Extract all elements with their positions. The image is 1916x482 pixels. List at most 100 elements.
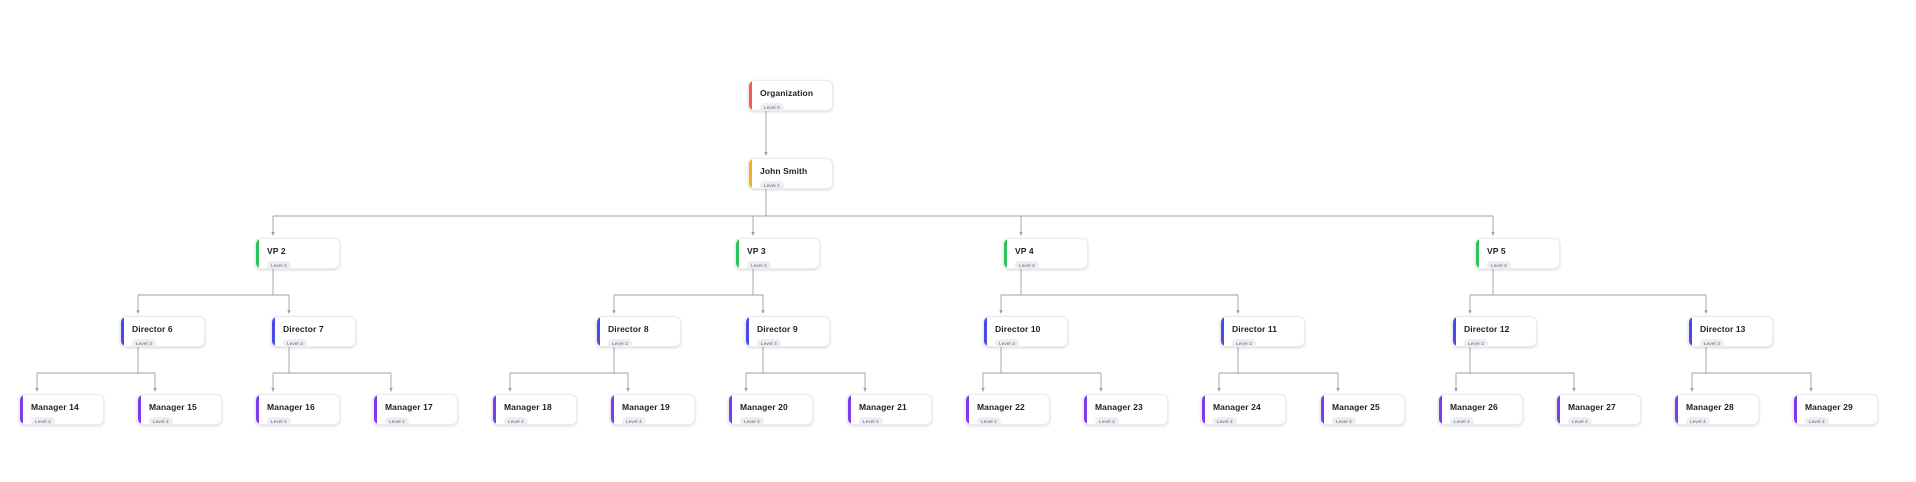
org-node-manager-24[interactable]: Manager 24 Level 4 xyxy=(1201,394,1286,425)
node-title: Manager 19 xyxy=(622,402,670,412)
node-title: Manager 21 xyxy=(859,402,907,412)
level-accent-bar xyxy=(1557,395,1560,424)
node-level-badge: Level 0 xyxy=(760,103,784,110)
level-accent-bar xyxy=(749,159,752,188)
level-accent-bar xyxy=(1221,317,1224,346)
node-level-badge: Level 4 xyxy=(1213,417,1237,424)
node-title: Director 7 xyxy=(283,324,324,334)
level-accent-bar xyxy=(1004,239,1007,268)
node-title: Director 10 xyxy=(995,324,1041,334)
level-accent-bar xyxy=(1476,239,1479,268)
node-level-badge: Level 1 xyxy=(760,181,784,188)
node-level-badge: Level 2 xyxy=(1015,261,1039,268)
org-node-manager-20[interactable]: Manager 20 Level 4 xyxy=(728,394,813,425)
node-title: Manager 25 xyxy=(1332,402,1380,412)
node-level-badge: Level 3 xyxy=(608,339,632,346)
level-accent-bar xyxy=(984,317,987,346)
level-accent-bar xyxy=(1675,395,1678,424)
node-title: Manager 24 xyxy=(1213,402,1261,412)
org-node-manager-21[interactable]: Manager 21 Level 4 xyxy=(847,394,932,425)
node-title: Organization xyxy=(760,88,814,98)
node-title: VP 2 xyxy=(267,246,286,256)
node-level-badge: Level 2 xyxy=(267,261,291,268)
node-title: Manager 20 xyxy=(740,402,788,412)
node-title: Manager 22 xyxy=(977,402,1025,412)
level-accent-bar xyxy=(272,317,275,346)
level-accent-bar xyxy=(1321,395,1324,424)
org-node-vp-5[interactable]: VP 5 Level 2 xyxy=(1475,238,1560,269)
org-node-manager-23[interactable]: Manager 23 Level 4 xyxy=(1083,394,1168,425)
level-accent-bar xyxy=(374,395,377,424)
org-node-manager-27[interactable]: Manager 27 Level 4 xyxy=(1556,394,1641,425)
node-level-badge: Level 4 xyxy=(1805,417,1829,424)
org-node-manager-15[interactable]: Manager 15 Level 4 xyxy=(137,394,222,425)
org-node-director-7[interactable]: Director 7 Level 3 xyxy=(271,316,356,347)
level-accent-bar xyxy=(1084,395,1087,424)
level-accent-bar xyxy=(138,395,141,424)
node-level-badge: Level 4 xyxy=(859,417,883,424)
node-level-badge: Level 4 xyxy=(1568,417,1592,424)
node-title: VP 5 xyxy=(1487,246,1506,256)
node-level-badge: Level 4 xyxy=(1450,417,1474,424)
level-accent-bar xyxy=(256,395,259,424)
org-node-vp-3[interactable]: VP 3 Level 2 xyxy=(735,238,820,269)
node-title: Manager 14 xyxy=(31,402,79,412)
level-accent-bar xyxy=(749,81,752,110)
org-node-manager-14[interactable]: Manager 14 Level 4 xyxy=(19,394,104,425)
level-accent-bar xyxy=(1453,317,1456,346)
level-accent-bar xyxy=(611,395,614,424)
org-node-vp-4[interactable]: VP 4 Level 2 xyxy=(1003,238,1088,269)
node-title: VP 3 xyxy=(747,246,766,256)
org-node-manager-19[interactable]: Manager 19 Level 4 xyxy=(610,394,695,425)
node-level-badge: Level 4 xyxy=(31,417,55,424)
node-title: VP 4 xyxy=(1015,246,1034,256)
node-title: Manager 18 xyxy=(504,402,552,412)
node-title: Manager 15 xyxy=(149,402,197,412)
node-title: Manager 27 xyxy=(1568,402,1616,412)
org-node-vp-2[interactable]: VP 2 Level 2 xyxy=(255,238,340,269)
node-title: Manager 23 xyxy=(1095,402,1143,412)
node-title: Manager 16 xyxy=(267,402,315,412)
node-level-badge: Level 2 xyxy=(747,261,771,268)
level-accent-bar xyxy=(736,239,739,268)
node-title: Director 13 xyxy=(1700,324,1746,334)
org-node-director-9[interactable]: Director 9 Level 3 xyxy=(745,316,830,347)
node-level-badge: Level 4 xyxy=(1332,417,1356,424)
node-title: Director 9 xyxy=(757,324,798,334)
level-accent-bar xyxy=(746,317,749,346)
node-level-badge: Level 3 xyxy=(757,339,781,346)
node-level-badge: Level 2 xyxy=(1487,261,1511,268)
level-accent-bar xyxy=(1689,317,1692,346)
node-level-badge: Level 4 xyxy=(149,417,173,424)
level-accent-bar xyxy=(1439,395,1442,424)
level-accent-bar xyxy=(1794,395,1797,424)
org-node-director-8[interactable]: Director 8 Level 3 xyxy=(596,316,681,347)
org-node-manager-25[interactable]: Manager 25 Level 4 xyxy=(1320,394,1405,425)
node-level-badge: Level 3 xyxy=(1464,339,1488,346)
node-level-badge: Level 4 xyxy=(1686,417,1710,424)
node-level-badge: Level 3 xyxy=(283,339,307,346)
node-title: Director 8 xyxy=(608,324,649,334)
level-accent-bar xyxy=(848,395,851,424)
node-level-badge: Level 4 xyxy=(622,417,646,424)
node-level-badge: Level 4 xyxy=(1095,417,1119,424)
level-accent-bar xyxy=(729,395,732,424)
node-title: John Smith xyxy=(760,166,808,176)
node-level-badge: Level 4 xyxy=(740,417,764,424)
level-accent-bar xyxy=(121,317,124,346)
